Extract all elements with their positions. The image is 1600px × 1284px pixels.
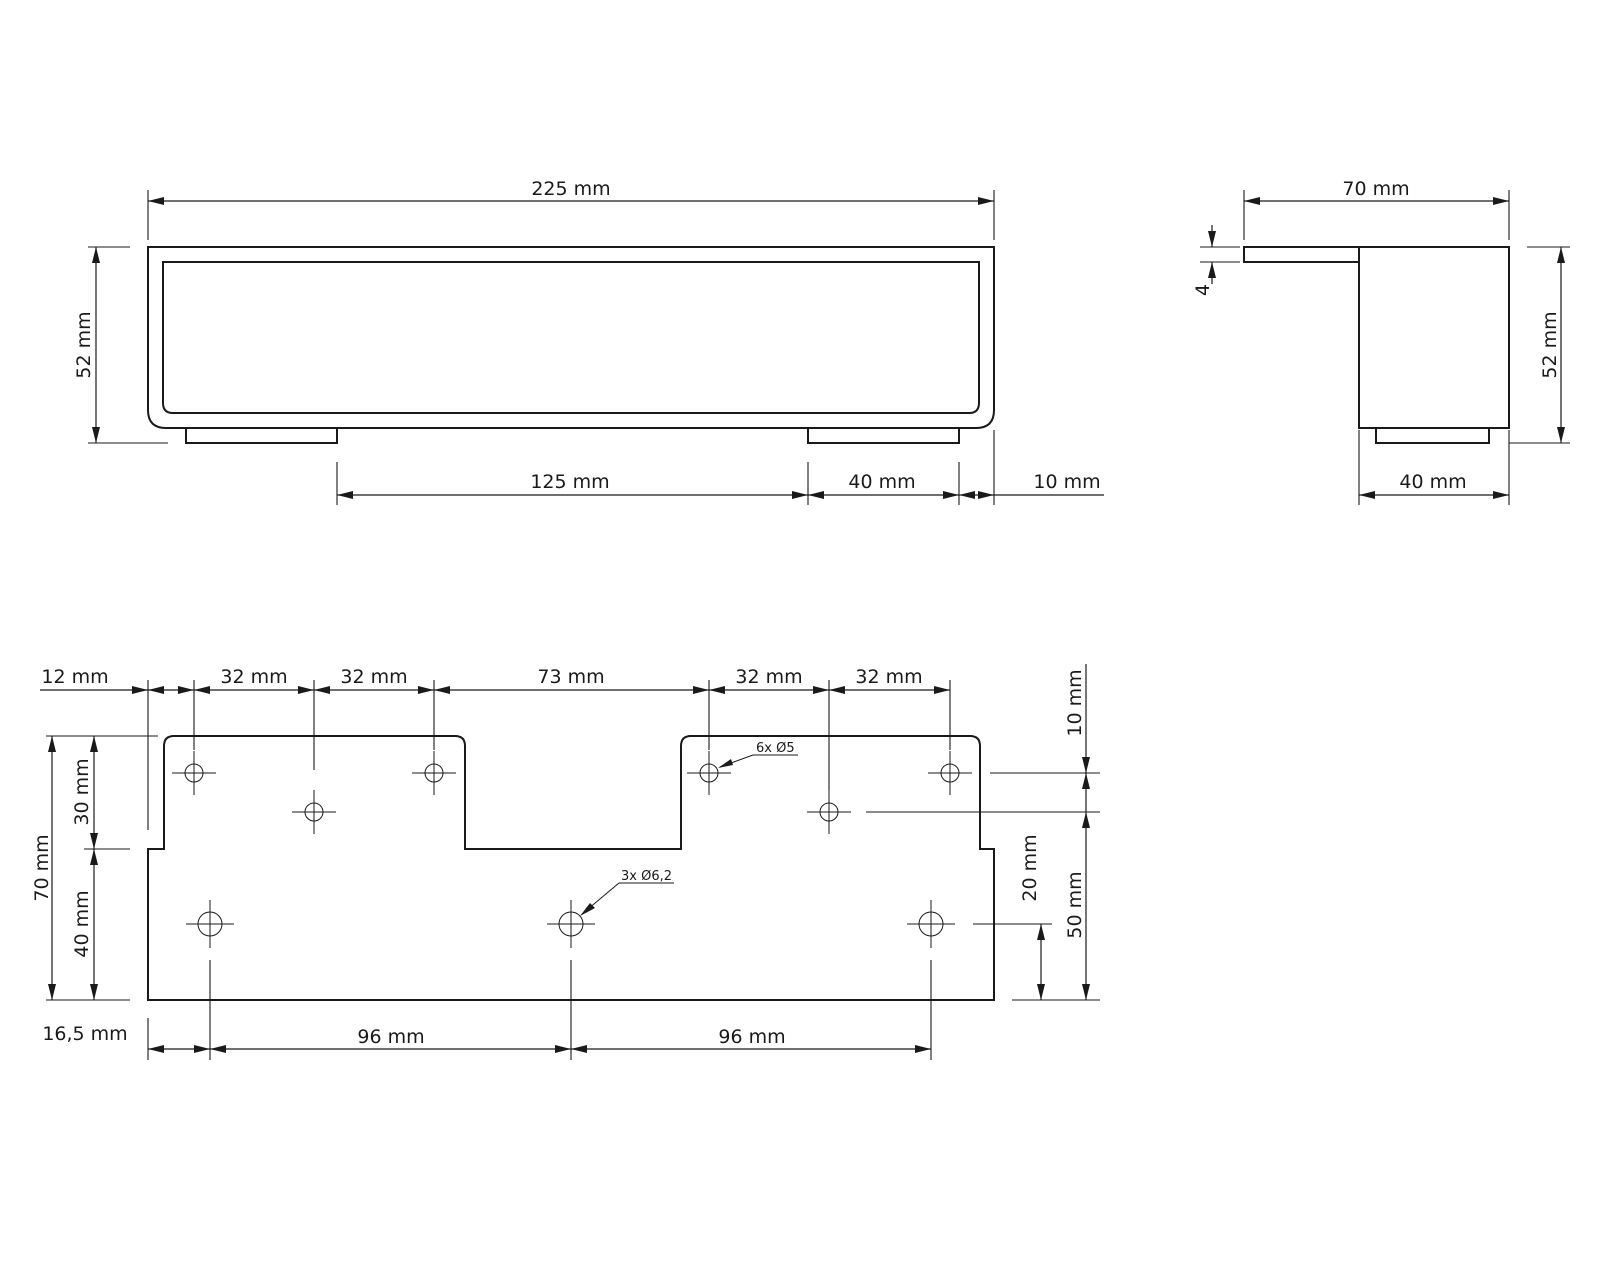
dim-top-5: 32 mm	[735, 666, 802, 688]
hole-small	[687, 751, 731, 795]
dim-foot-spacing: 125 mm	[530, 471, 609, 493]
hole-large	[907, 900, 955, 1060]
handle-inner-outline	[162, 261, 980, 414]
front-view: 225 mm 52 mm 125 mm 40 mm 10 mm	[73, 178, 1104, 505]
dim-left-lower: 40 mm	[71, 890, 93, 957]
hole-small	[412, 751, 456, 795]
foot-left	[185, 427, 338, 444]
side-dim-depth: 70 mm	[1342, 178, 1409, 200]
hole-large	[547, 900, 595, 1060]
side-body	[1358, 246, 1510, 429]
side-foot	[1375, 427, 1490, 444]
note-large-holes: 3x Ø6,2	[621, 869, 672, 884]
dim-top-1: 12 mm	[41, 666, 108, 688]
dim-right-mid: 50 mm	[1064, 871, 1086, 938]
plan-view: 12 mm 32 mm 32 mm 73 mm 32 mm 32 mm 70 m…	[31, 664, 1100, 1060]
plate-outline	[147, 735, 995, 1001]
hole-small	[172, 751, 216, 795]
side-lip	[1243, 246, 1360, 263]
dim-right-top: 10 mm	[1064, 669, 1086, 736]
side-dim-height: 52 mm	[1539, 311, 1561, 378]
dim-bottom-edge: 16,5 mm	[42, 1023, 127, 1045]
dim-top-6: 32 mm	[855, 666, 922, 688]
dim-end-offset: 10 mm	[1033, 471, 1100, 493]
dim-total-length: 225 mm	[531, 178, 610, 200]
dim-top-2: 32 mm	[220, 666, 287, 688]
hole-small	[292, 790, 336, 834]
note-small-holes: 6x Ø5	[756, 741, 795, 756]
hole-small	[928, 751, 972, 795]
dim-left-total: 70 mm	[31, 834, 53, 901]
dim-left-upper: 30 mm	[71, 758, 93, 825]
side-dim-foot-width: 40 mm	[1399, 471, 1466, 493]
dim-right-inner: 20 mm	[1019, 834, 1041, 901]
dim-bottom-2: 96 mm	[718, 1026, 785, 1048]
dim-top-3: 32 mm	[340, 666, 407, 688]
hole-small	[807, 790, 851, 834]
dim-foot-width: 40 mm	[848, 471, 915, 493]
large-holes	[186, 900, 955, 1060]
foot-right	[807, 427, 960, 444]
handle-outer-outline	[147, 246, 995, 429]
hole-large	[186, 900, 234, 1060]
dim-top-4: 73 mm	[537, 666, 604, 688]
dim-height: 52 mm	[73, 311, 95, 378]
side-view: 70 mm 4 52 mm 40 mm	[1192, 178, 1570, 505]
dim-bottom-1: 96 mm	[357, 1026, 424, 1048]
side-dim-thickness: 4	[1192, 284, 1214, 296]
small-holes	[172, 751, 972, 834]
